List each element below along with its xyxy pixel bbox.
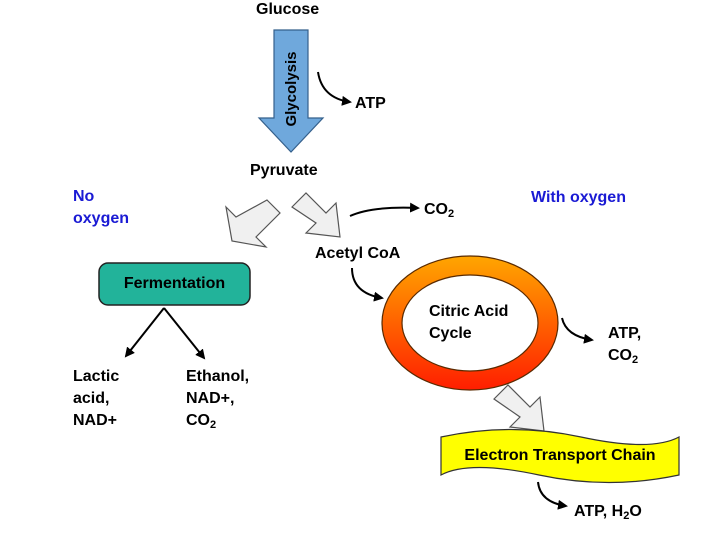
glucose-label: Glucose [256, 1, 320, 18]
glycolysis-arrow [257, 29, 325, 153]
cycle-products-arrow [561, 317, 594, 344]
etc-banner [440, 428, 680, 484]
ethanol-arrow [163, 307, 206, 360]
pyruvate-label: Pyruvate [250, 162, 318, 179]
fermentation-label: Fermentation [123, 275, 226, 292]
co2-release-arrow [349, 202, 420, 217]
acetyl-coa-label: Acetyl CoA [315, 245, 401, 262]
cycle-to-etc-arrow [493, 384, 545, 432]
citric-acid-cycle-label: Citric Acid Cycle [429, 303, 509, 342]
glycolysis-atp-label: ATP [355, 95, 386, 112]
cycle-products-label: ATP, CO2 [608, 325, 642, 366]
etc-products-arrow [537, 481, 568, 510]
electron-transport-chain-label: Electron Transport Chain [464, 447, 656, 464]
glycolysis-label: Glycolysis [283, 51, 300, 127]
acetyl-coa-to-cycle-arrow [351, 267, 384, 302]
lactic-acid-arrow [124, 307, 165, 358]
etc-products-label: ATP, H2O [574, 503, 642, 522]
ethanol-products: Ethanol, NAD+, CO2 [186, 368, 250, 431]
co2-label: CO2 [424, 201, 455, 220]
citric-acid-cycle-center [401, 274, 539, 372]
glycolysis-atp-arrow [317, 71, 352, 106]
lactic-acid-products: Lactic acid, NAD+ [73, 368, 120, 429]
fermentation-box [98, 262, 251, 306]
no-oxygen-arrow [225, 199, 281, 248]
no-oxygen-label: No oxygen [73, 188, 130, 227]
with-oxygen-arrow [291, 192, 341, 238]
with-oxygen-label: With oxygen [531, 189, 626, 206]
